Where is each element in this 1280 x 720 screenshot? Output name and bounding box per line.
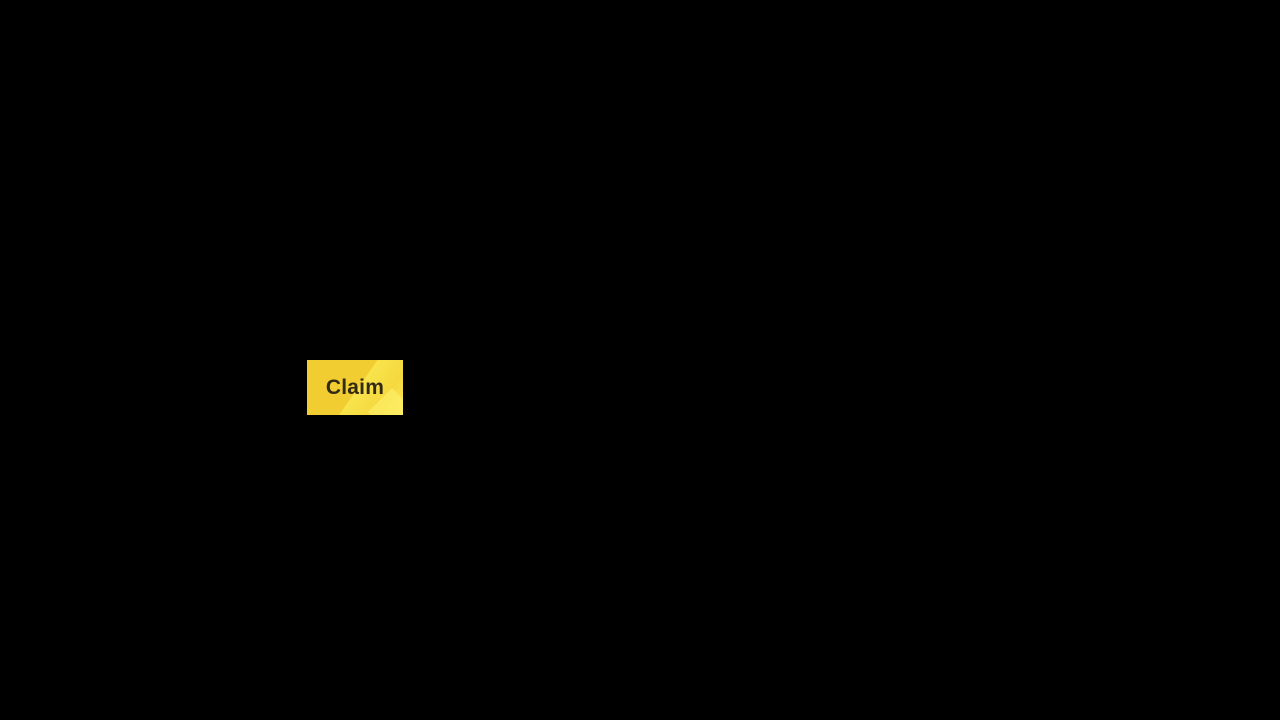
claim-button-label: Claim [325, 375, 385, 399]
claim-button[interactable]: Claim [307, 360, 403, 415]
